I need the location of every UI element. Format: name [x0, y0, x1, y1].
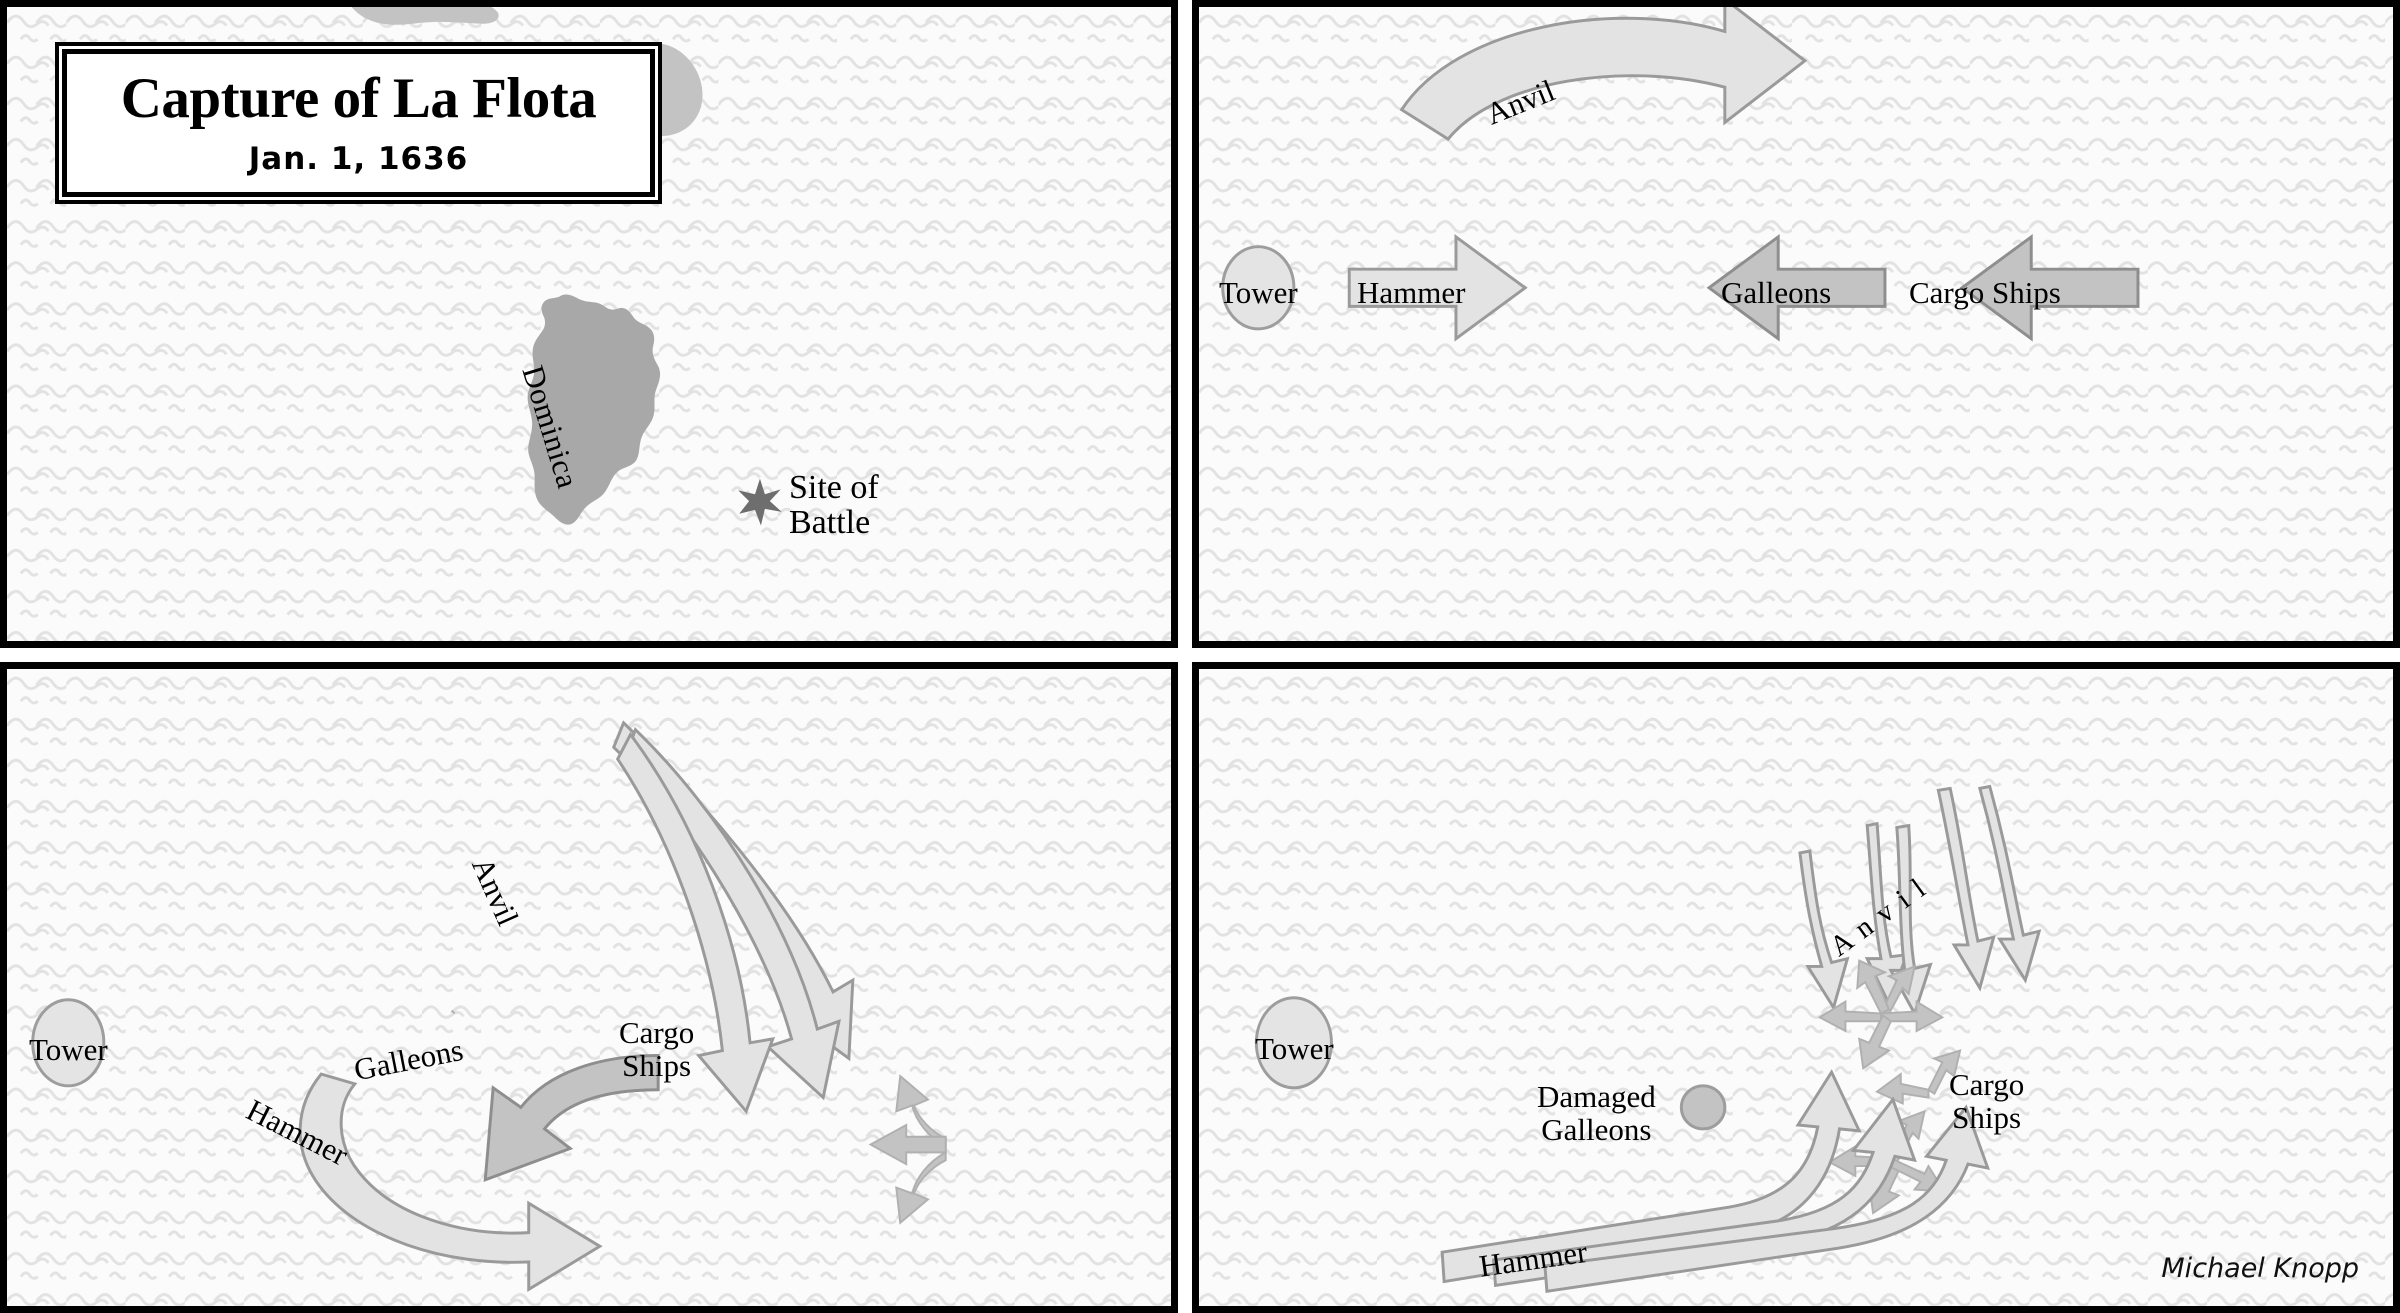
- damaged-galleons-unit: [1679, 1084, 1727, 1131]
- map-date: Jan. 1, 1636: [248, 140, 469, 177]
- anvil-movement-arrow: [1399, 7, 1808, 142]
- galleons-unit-arrow: [1706, 234, 1887, 342]
- galleons-unit-arrow: [483, 1054, 660, 1182]
- battle-site-star-icon: [738, 478, 782, 526]
- map-title: Capture of La Flota: [120, 67, 597, 131]
- tower-unit: [31, 998, 106, 1088]
- phase-1-graphics: [1199, 7, 2393, 641]
- dominica-island: [527, 294, 661, 525]
- anvil-movement-arrows: [1798, 784, 2042, 1018]
- hammer-movement-arrow: [298, 1072, 603, 1292]
- hammer-unit-arrow: [1347, 234, 1528, 342]
- phase-2-graphics: [7, 669, 1171, 1306]
- panel-overview-map: Dominica Site of Battle Capture of La Fl…: [0, 0, 1178, 648]
- map-title-box: Capture of La Flota Jan. 1, 1636: [62, 49, 655, 197]
- panel-phase-1-approach: Anvil Tower Hammer Galleons Cargo Ships: [1192, 0, 2400, 648]
- panel-phase-2-engagement: Anvil Tower Galleons Hammer Cargo Ships: [0, 662, 1178, 1313]
- cargo-ships-unit-arrows: [450, 1009, 947, 1225]
- tower-unit: [1254, 996, 1333, 1090]
- phase-3-graphics: [1199, 669, 2393, 1306]
- anvil-movement-arrows: [611, 720, 855, 1115]
- cargo-ships-unit-arrow: [1959, 234, 2140, 342]
- author-credit: Michael Knopp: [2161, 1253, 2359, 1284]
- tower-unit: [1221, 245, 1296, 331]
- land-mass-north: [351, 7, 499, 25]
- hammer-movement-arrows: [1440, 1069, 1991, 1294]
- cargo-ships-unit-arrows: [1817, 959, 1962, 1215]
- panel-phase-3-capture: A n v i l Tower Damaged Galleons Cargo S…: [1192, 662, 2400, 1313]
- battle-site-label: Site of Battle: [789, 469, 879, 542]
